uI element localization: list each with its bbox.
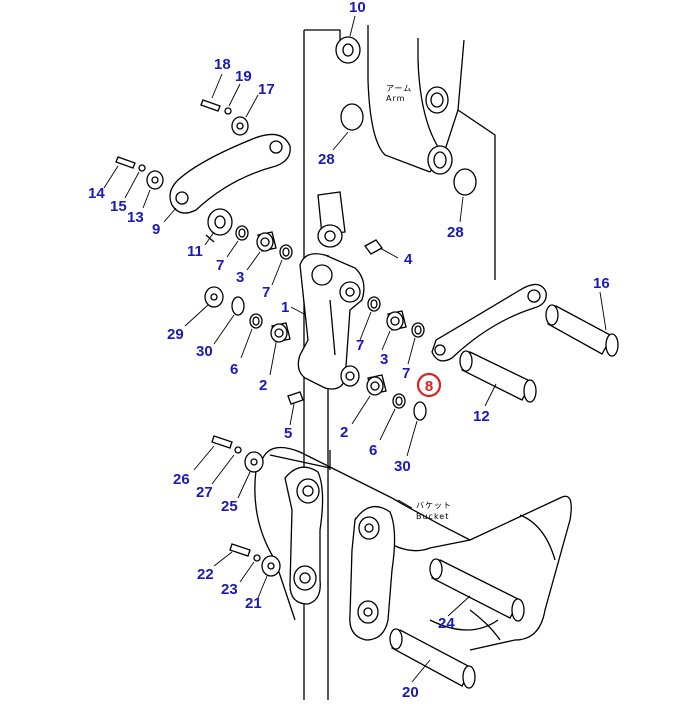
callout-17: 17 (258, 81, 275, 98)
part-24-pin (429, 558, 525, 622)
callout-24: 24 (438, 615, 455, 632)
callout-18: 18 (214, 56, 231, 73)
callout-8: 8 (425, 378, 433, 395)
part-9-link (163, 133, 291, 223)
callout-30-right: 30 (394, 458, 411, 475)
callout-7-c: 7 (356, 337, 364, 354)
callout-19: 19 (235, 68, 252, 85)
callout-9: 9 (152, 221, 160, 238)
callout-labels: 10 18 19 17 28 14 15 13 9 28 11 7 3 7 4 … (88, 0, 610, 701)
part-7-shim-upper-mid (271, 244, 293, 286)
callout-6-a: 6 (230, 361, 238, 378)
part-6-shim-left (240, 313, 263, 359)
part-15-washer (138, 164, 146, 172)
part-7-shim-right-a (359, 296, 381, 341)
callout-28-left: 28 (318, 151, 335, 168)
callout-1: 1 (281, 299, 289, 316)
part-3-bushing-right (381, 310, 407, 351)
callout-2-a: 2 (259, 377, 267, 394)
callout-7-a: 7 (216, 257, 224, 274)
part-6-shim-lower (379, 393, 406, 441)
part-2-bushing-lower (351, 374, 387, 425)
part-7-shim-right-b (407, 322, 425, 365)
callout-7-b: 7 (262, 284, 270, 301)
callout-30-left: 30 (196, 343, 213, 360)
part-12-pin (459, 350, 537, 407)
part-2-bushing-left (269, 322, 291, 376)
part-19-washer (224, 107, 232, 115)
callout-26: 26 (173, 471, 190, 488)
part-10-bushing (335, 15, 361, 64)
part-28-oring-left (340, 103, 364, 131)
callout-14: 14 (88, 185, 105, 202)
callout-13: 13 (127, 209, 144, 226)
part-27-washer (234, 446, 242, 454)
callout-15: 15 (110, 198, 127, 215)
callout-5: 5 (284, 425, 292, 442)
part-8-link (431, 283, 547, 362)
part-22-bolt (213, 543, 251, 567)
callout-12: 12 (473, 408, 490, 425)
callout-20: 20 (402, 684, 419, 701)
bucket-drawing: バケット Bucket (254, 446, 572, 651)
part-26-bolt (193, 435, 233, 471)
callout-21: 21 (245, 595, 262, 612)
part-17-collar (231, 94, 259, 136)
bucket-label-en: Bucket (416, 512, 449, 521)
part-13-collar (142, 170, 164, 209)
bucket-label-jp: バケット (416, 501, 452, 510)
part-7-shim-upper-left (226, 225, 249, 258)
callout-3-b: 3 (380, 351, 388, 368)
part-11-bracket (204, 208, 233, 246)
callout-27: 27 (196, 484, 213, 501)
part-28-oring-right (453, 168, 477, 196)
part-16-pin (545, 291, 619, 357)
callout-25: 25 (221, 498, 238, 515)
callout-2-b: 2 (340, 424, 348, 441)
arm-label-jp: アーム (386, 84, 412, 93)
callout-10: 10 (349, 0, 366, 16)
part-3-bushing-upper-left (246, 231, 277, 271)
callout-4: 4 (404, 251, 413, 268)
callout-6-b: 6 (369, 442, 377, 459)
part-18-bolt (200, 73, 223, 112)
callout-23: 23 (221, 581, 238, 598)
callout-7-d: 7 (402, 365, 410, 382)
part-21-collar (257, 555, 281, 599)
part-30-oring-right (413, 401, 427, 421)
part-30-oring-left (231, 296, 245, 316)
callout-22: 22 (197, 566, 214, 583)
part-23-washer (253, 554, 261, 562)
callout-16: 16 (593, 275, 610, 292)
callout-3-a: 3 (236, 269, 244, 286)
part-14-bolt (103, 156, 136, 189)
callout-29: 29 (167, 326, 184, 343)
callout-11: 11 (187, 243, 203, 260)
part-1-main-link (290, 191, 365, 390)
part-29-plate (184, 286, 224, 327)
arm-label-en: Arm (386, 94, 405, 103)
part-20-pin (389, 628, 476, 689)
part-5-grease-fitting (287, 391, 304, 426)
part-25-collar (237, 451, 264, 499)
part-4-fitting (364, 239, 399, 259)
part-8-highlight-callout[interactable]: 8 (416, 372, 442, 398)
callout-28-right: 28 (447, 224, 464, 241)
